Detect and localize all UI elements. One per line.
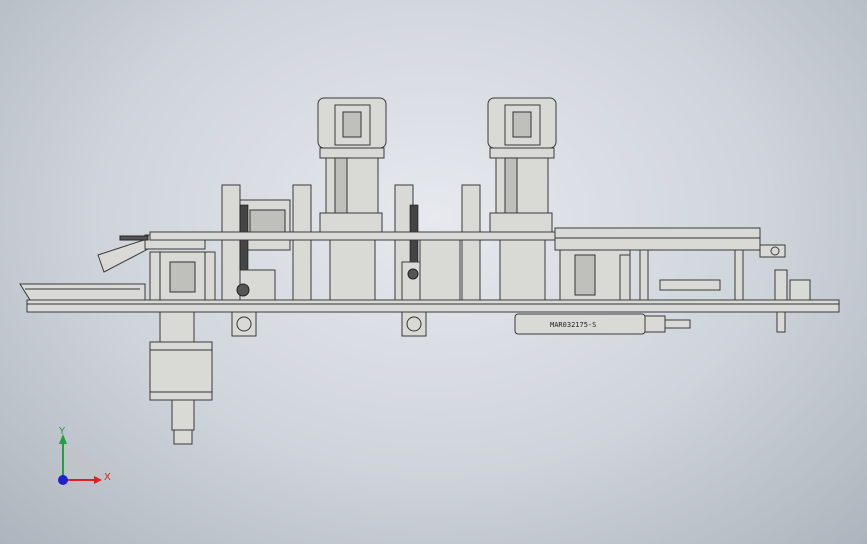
left-tray (19, 283, 146, 301)
y-axis-label: Y (58, 426, 66, 437)
upright-post-2 (292, 184, 312, 301)
mount-block-2 (401, 311, 427, 337)
gear-wheel-1 (236, 283, 250, 297)
main-rail (149, 231, 571, 241)
cylinder-label: MAR032175-S (550, 321, 596, 329)
slide-block-1 (325, 157, 379, 214)
slide-block-2 (495, 157, 549, 214)
right-conveyor (554, 227, 761, 251)
press-column-1 (329, 232, 376, 301)
x-axis-label: X (104, 472, 111, 483)
axis-triad: Y X (58, 426, 111, 485)
mount-block-1 (231, 311, 257, 337)
z-axis-dot (58, 475, 68, 485)
upright-post-1 (221, 184, 241, 301)
feed-chute (97, 237, 151, 273)
press-column-2 (499, 232, 546, 301)
lift-cylinder (149, 341, 213, 401)
gear-wheel-2 (407, 268, 419, 280)
upright-post-4 (461, 184, 481, 301)
base-plate (26, 299, 840, 313)
